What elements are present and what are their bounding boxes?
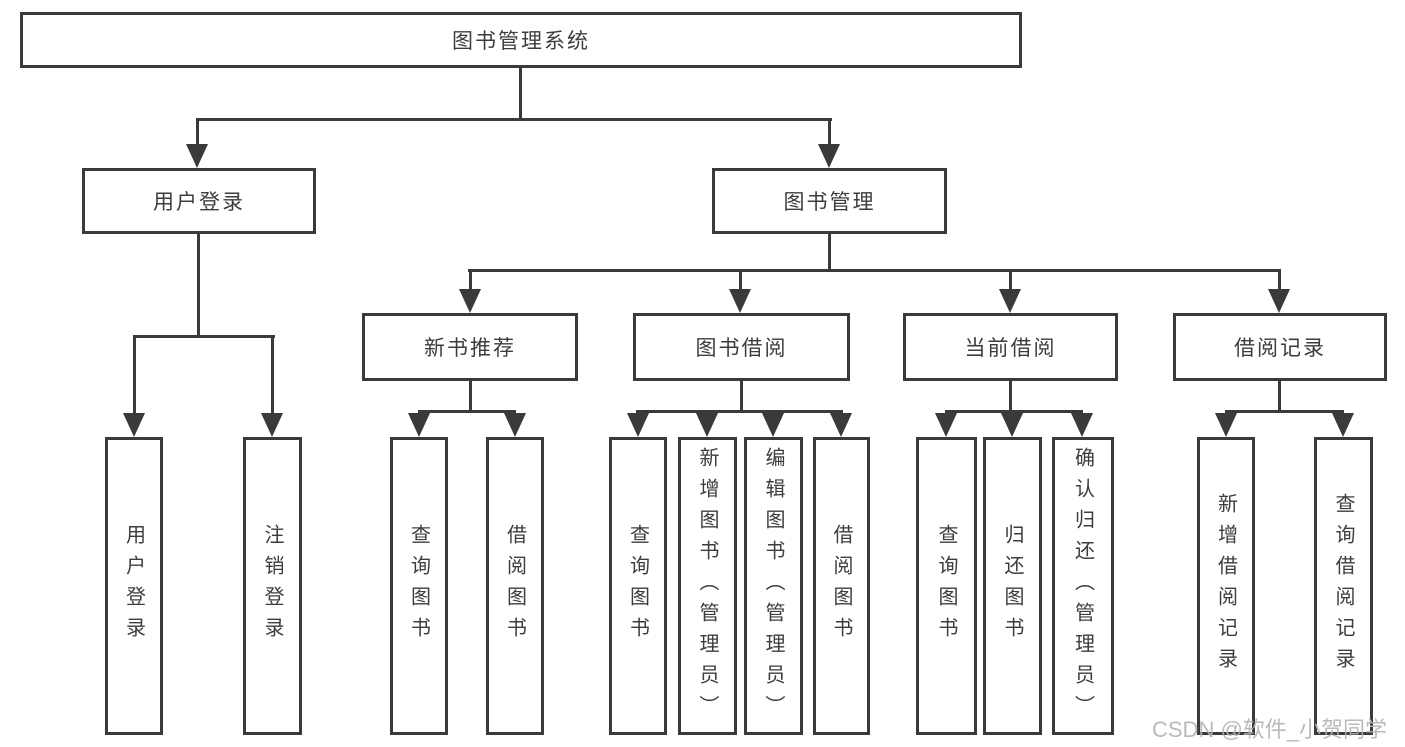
edge-user-login-stem [196, 118, 199, 150]
edge-leaf-user-login-stem [133, 335, 136, 415]
arrow-borrow-borrow [830, 413, 852, 437]
node-book-borrowing: 图书借阅 [633, 313, 850, 381]
node-book-management: 图书管理 [712, 168, 947, 234]
leaf-borrow-query-books: 查询图书 [609, 437, 667, 735]
arrow-newbook-query [408, 413, 430, 437]
arrow-borrow-records [1268, 289, 1290, 313]
arrow-user-login [186, 144, 208, 168]
edge-borrow-hline [636, 410, 843, 413]
leaf-return-books-label: 归还图书 [1001, 524, 1023, 648]
node-user-login-group: 用户登录 [82, 168, 316, 234]
edge-current-borrow-stem [1009, 269, 1012, 293]
leaf-return-books: 归还图书 [983, 437, 1042, 735]
edge-newbook-group-stem [469, 381, 472, 412]
node-book-borrowing-label: 图书借阅 [695, 337, 788, 360]
leaf-user-login-label: 用户登录 [122, 524, 145, 648]
edge-current-group-stem [1009, 381, 1012, 412]
node-new-book-recommend-label: 新书推荐 [424, 337, 516, 360]
arrow-new-book [459, 289, 481, 313]
edge-leaf-logout-stem [271, 335, 274, 415]
node-library-system: 图书管理系统 [20, 12, 1022, 68]
leaf-newbook-query-books: 查询图书 [390, 437, 448, 735]
node-library-system-label: 图书管理系统 [452, 30, 590, 53]
arrow-borrow-add [696, 413, 718, 437]
leaf-borrow-borrow-books: 借阅图书 [813, 437, 870, 735]
edge-newbook-hline [418, 410, 516, 413]
leaf-confirm-return-admin: 确认归还（管理员） [1052, 437, 1114, 735]
edge-borrow-group-stem [740, 381, 743, 412]
leaf-query-borrow-record-label: 查询借阅记录 [1332, 493, 1354, 679]
leaf-add-book-admin: 新增图书（管理员） [678, 437, 737, 735]
leaf-edit-book-admin: 编辑图书（管理员） [744, 437, 803, 735]
edge-level2-hline [468, 269, 1281, 272]
leaf-logout: 注销登录 [243, 437, 302, 735]
leaf-current-query-books-label: 查询图书 [935, 524, 957, 648]
edge-user-group-hline [133, 335, 275, 338]
arrow-borrow-edit [762, 413, 784, 437]
arrow-current-confirm [1071, 413, 1093, 437]
leaf-query-borrow-record: 查询借阅记录 [1314, 437, 1373, 735]
edge-new-book-stem [469, 269, 472, 293]
arrow-leaf-logout [261, 413, 283, 437]
arrow-current-return [1001, 413, 1023, 437]
leaf-user-login: 用户登录 [105, 437, 163, 735]
leaf-add-borrow-record: 新增借阅记录 [1197, 437, 1255, 735]
edge-book-management-stem [828, 118, 831, 150]
edge-root-hline [196, 118, 832, 121]
leaf-confirm-return-admin-label: 确认归还（管理员） [1071, 446, 1094, 726]
node-user-login-group-label: 用户登录 [153, 191, 245, 214]
node-borrowing-records-label: 借阅记录 [1234, 337, 1326, 360]
leaf-edit-book-admin-label: 编辑图书（管理员） [762, 446, 784, 726]
edge-records-group-stem [1278, 381, 1281, 412]
node-book-management-label: 图书管理 [783, 191, 876, 214]
leaf-borrow-borrow-books-label: 借阅图书 [830, 524, 852, 648]
leaf-add-borrow-record-label: 新增借阅记录 [1214, 493, 1237, 679]
leaf-newbook-query-books-label: 查询图书 [407, 524, 430, 648]
edge-root-stem [519, 68, 522, 121]
arrow-records-add [1215, 413, 1237, 437]
arrow-newbook-borrow [504, 413, 526, 437]
leaf-newbook-borrow-books: 借阅图书 [486, 437, 544, 735]
edge-book-borrow-stem [739, 269, 742, 293]
leaf-add-book-admin-label: 新增图书（管理员） [696, 446, 718, 726]
arrow-borrow-query [627, 413, 649, 437]
csdn-watermark: CSDN @软件_小贺同学 [1152, 717, 1388, 742]
edge-borrow-records-stem [1278, 269, 1281, 293]
arrow-book-management [818, 144, 840, 168]
arrow-book-borrow [729, 289, 751, 313]
edge-records-hline [1225, 410, 1344, 413]
arrow-leaf-user-login [123, 413, 145, 437]
arrow-current-borrow [999, 289, 1021, 313]
edge-book-mgmt-stem [828, 234, 831, 272]
leaf-borrow-query-books-label: 查询图书 [626, 524, 649, 648]
arrow-records-query [1332, 413, 1354, 437]
node-borrowing-records: 借阅记录 [1173, 313, 1387, 381]
node-current-borrowing: 当前借阅 [903, 313, 1118, 381]
arrow-current-query [935, 413, 957, 437]
node-current-borrowing-label: 当前借阅 [964, 337, 1057, 360]
edge-user-group-stem [197, 234, 200, 338]
leaf-logout-label: 注销登录 [261, 524, 283, 648]
leaf-current-query-books: 查询图书 [916, 437, 977, 735]
leaf-newbook-borrow-books-label: 借阅图书 [503, 524, 526, 648]
node-new-book-recommend: 新书推荐 [362, 313, 578, 381]
edge-current-hline [945, 410, 1083, 413]
